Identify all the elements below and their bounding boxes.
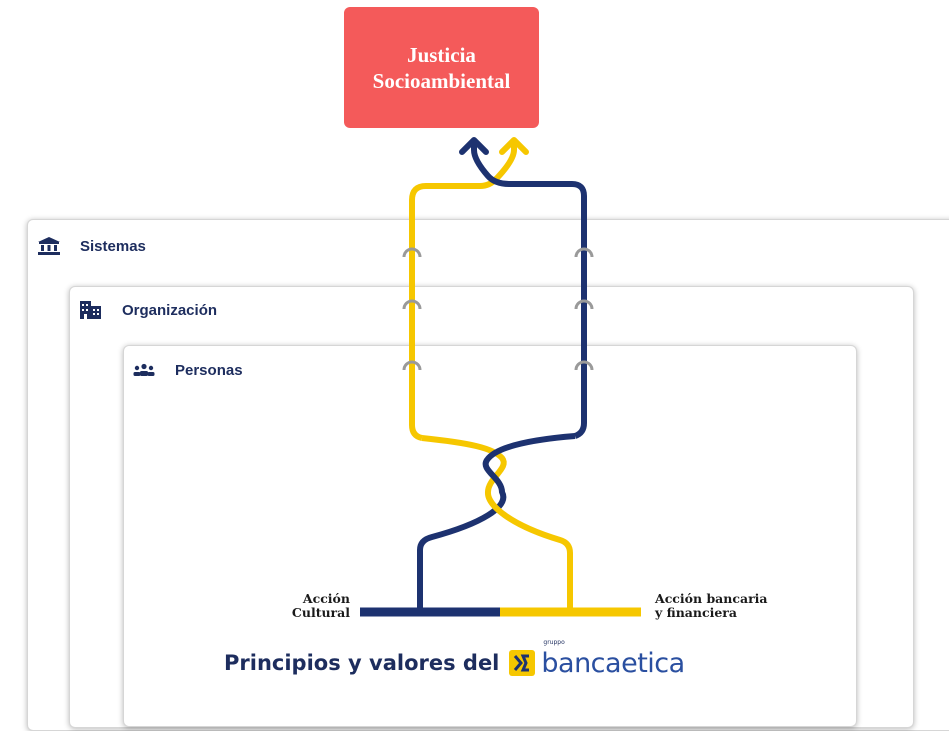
- action-cultural-line-1: Acción: [302, 591, 350, 606]
- panel-personas: [123, 345, 857, 727]
- yellow-path-lower: [485, 489, 573, 615]
- yellow-braid: [421, 435, 507, 493]
- navy-arrowhead: [459, 137, 489, 155]
- footer: Principios y valores del gruppo bancaeti…: [224, 639, 685, 681]
- navy-path-upper: [471, 142, 587, 439]
- yellow-arrowhead: [499, 137, 529, 155]
- intertwined-paths: [360, 137, 641, 617]
- institution-icon: [38, 237, 60, 255]
- bancaetica-logo-icon: [509, 650, 536, 676]
- brand-wordmark: gruppo bancaetica: [541, 639, 685, 679]
- level-text-personas: Personas: [175, 361, 243, 379]
- navy-braid: [482, 433, 576, 493]
- building-icon: [80, 301, 102, 319]
- level-label-organizacion: Organización: [80, 301, 217, 319]
- brand-name: bancaetica: [541, 647, 685, 679]
- level-text-organizacion: Organización: [122, 301, 218, 319]
- action-financial-label: Acción bancaria y financiera: [655, 592, 795, 620]
- brand-small-text: gruppo: [543, 638, 565, 646]
- title-line-1: Justicia: [407, 42, 476, 67]
- action-cultural-label: Acción Cultural: [270, 592, 350, 620]
- title-box: Justicia Socioambiental: [344, 7, 539, 128]
- connector-caps: [402, 247, 594, 371]
- action-financial-line-2: y financiera: [655, 605, 737, 620]
- action-financial-line-1: Acción bancaria: [655, 591, 768, 606]
- level-label-personas: Personas: [133, 361, 243, 379]
- navy-path-lower: [417, 489, 507, 615]
- level-text-sistemas: Sistemas: [80, 237, 146, 255]
- title-line-2: Socioambiental: [372, 68, 511, 93]
- action-cultural-line-2: Cultural: [291, 605, 350, 620]
- level-label-sistemas: Sistemas: [38, 237, 146, 255]
- yellow-path-upper: [409, 142, 517, 441]
- footer-text: Principios y valores del: [224, 651, 500, 675]
- people-icon: [133, 361, 155, 379]
